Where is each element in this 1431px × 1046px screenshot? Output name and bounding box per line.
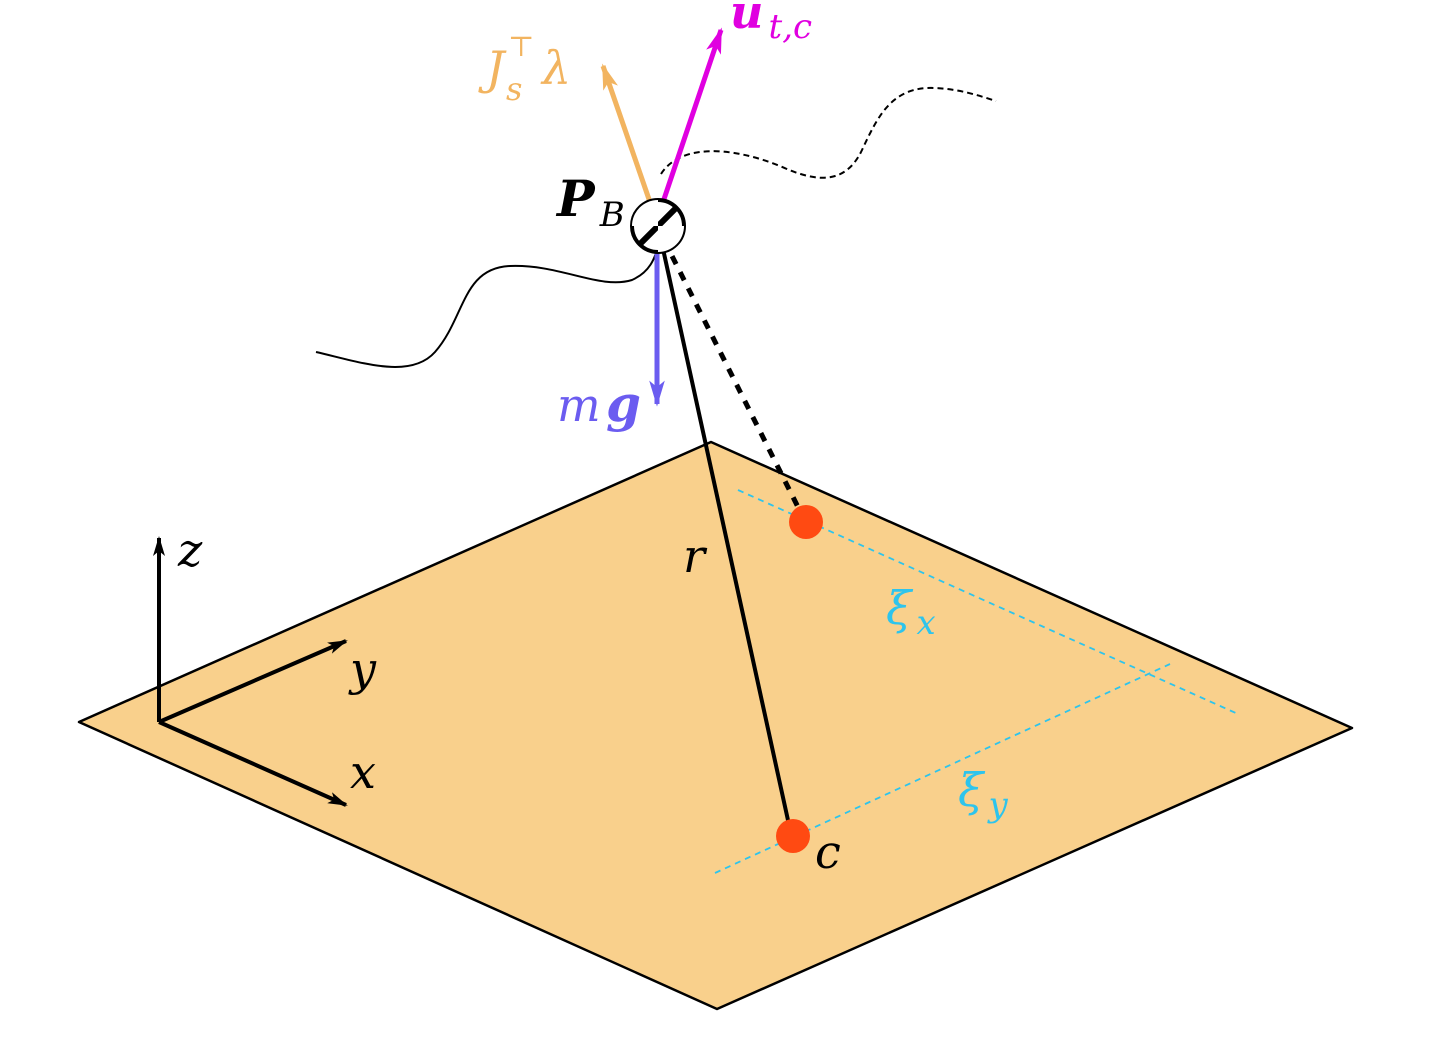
body-center-marker [630, 198, 686, 254]
xi-y-symbol: ξ [958, 763, 986, 817]
body-position-label: P B [555, 169, 625, 235]
jacobian-transpose: ⊤ [508, 30, 534, 63]
xi-x-label: ξ x [886, 581, 936, 643]
mass-symbol: m [557, 378, 601, 432]
y-axis-label: y [348, 642, 377, 696]
projection-dotted-line [661, 238, 806, 519]
xi-x-subscript: x [916, 603, 935, 643]
future-trajectory-curve [660, 86, 997, 179]
thrust-symbol: u [730, 0, 763, 39]
z-axis-label: z [177, 523, 203, 577]
xi-y-subscript: y [986, 785, 1008, 825]
thrust-input-arrow [658, 27, 724, 209]
constraint-force-label: J s ⊤ λ [478, 30, 571, 108]
thrust-label: u t,c [730, 0, 812, 47]
past-trajectory-curve [315, 245, 659, 368]
foothold-point [789, 505, 823, 539]
x-axis-arrow [158, 720, 348, 807]
body-position-symbol: P [555, 169, 596, 228]
x-axis-label: x [350, 745, 376, 799]
ground-plane [77, 440, 1354, 1011]
jacobian-symbol: J [478, 41, 507, 95]
thrust-subscript: t,c [769, 7, 813, 47]
coordinate-frame: z y x [153, 523, 377, 807]
leg-label-r: r [683, 529, 708, 583]
body-position-subscript: B [599, 195, 625, 235]
lambda-symbol: λ [540, 41, 571, 95]
leg-vector-r [656, 225, 793, 835]
contact-label-c: c [815, 825, 841, 879]
contact-point-c [776, 819, 810, 853]
xi-x-symbol: ξ [886, 581, 914, 635]
gravity-symbol: g [606, 374, 641, 433]
y-axis-arrow [158, 639, 348, 724]
xi-y-label: ξ y [958, 763, 1008, 825]
constraint-force-arrow [600, 63, 655, 209]
jacobian-subscript: s [506, 70, 522, 108]
gravity-label: m g [557, 374, 641, 433]
